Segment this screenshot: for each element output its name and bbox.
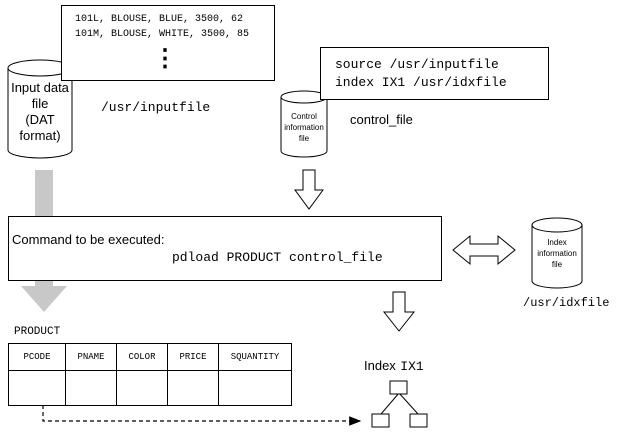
command-box bbox=[8, 216, 442, 281]
index-info-file-label: Index information file bbox=[537, 238, 577, 269]
index-label: Index IX1 bbox=[364, 358, 424, 374]
command-index-double-arrow bbox=[452, 234, 516, 266]
column-color: COLOR bbox=[116, 343, 168, 371]
column-pcode: PCODE bbox=[8, 343, 66, 371]
index-tree-icon bbox=[371, 380, 428, 428]
input-data-file-label: Input data file (DAT format) bbox=[11, 80, 69, 143]
table-to-index-dashed-arrow bbox=[42, 405, 362, 426]
control-to-command-arrow bbox=[294, 169, 324, 210]
column-squantity: SQUANTITY bbox=[218, 343, 292, 371]
column-pname: PNAME bbox=[65, 343, 117, 371]
control-info-file-label: Control information file bbox=[284, 112, 324, 143]
data-ellipsis: ⋮ bbox=[153, 45, 177, 72]
input-data-box bbox=[61, 5, 275, 81]
control-file-box bbox=[320, 47, 549, 100]
input-data-cylinder bbox=[7, 59, 73, 159]
data-record-2: 101M, BLOUSE, WHITE, 3500, 85 bbox=[75, 29, 250, 40]
index-info-cylinder bbox=[531, 217, 583, 289]
command-to-index-arrow bbox=[382, 291, 416, 332]
table-header-row: PCODE PNAME COLOR PRICE SQUANTITY bbox=[8, 343, 292, 371]
control-line-index: index IX1 /usr/idxfile bbox=[335, 75, 507, 90]
product-table: PCODE PNAME COLOR PRICE SQUANTITY bbox=[8, 343, 292, 406]
control-line-source: source /usr/inputfile bbox=[335, 57, 499, 72]
index-name: IX1 bbox=[400, 359, 424, 374]
control-file-name: control_file bbox=[350, 112, 413, 127]
table-row bbox=[8, 370, 292, 406]
column-price: PRICE bbox=[167, 343, 219, 371]
command-heading: Command to be executed: bbox=[12, 232, 165, 247]
control-info-cylinder bbox=[280, 90, 328, 158]
table-name: PRODUCT bbox=[14, 326, 61, 338]
command-text: pdload PRODUCT control_file bbox=[172, 250, 383, 265]
index-file-path: /usr/idxfile bbox=[523, 296, 610, 310]
input-file-path: /usr/inputfile bbox=[101, 100, 211, 115]
data-record-1: 101L, BLOUSE, BLUE, 3500, 62 bbox=[75, 14, 244, 25]
